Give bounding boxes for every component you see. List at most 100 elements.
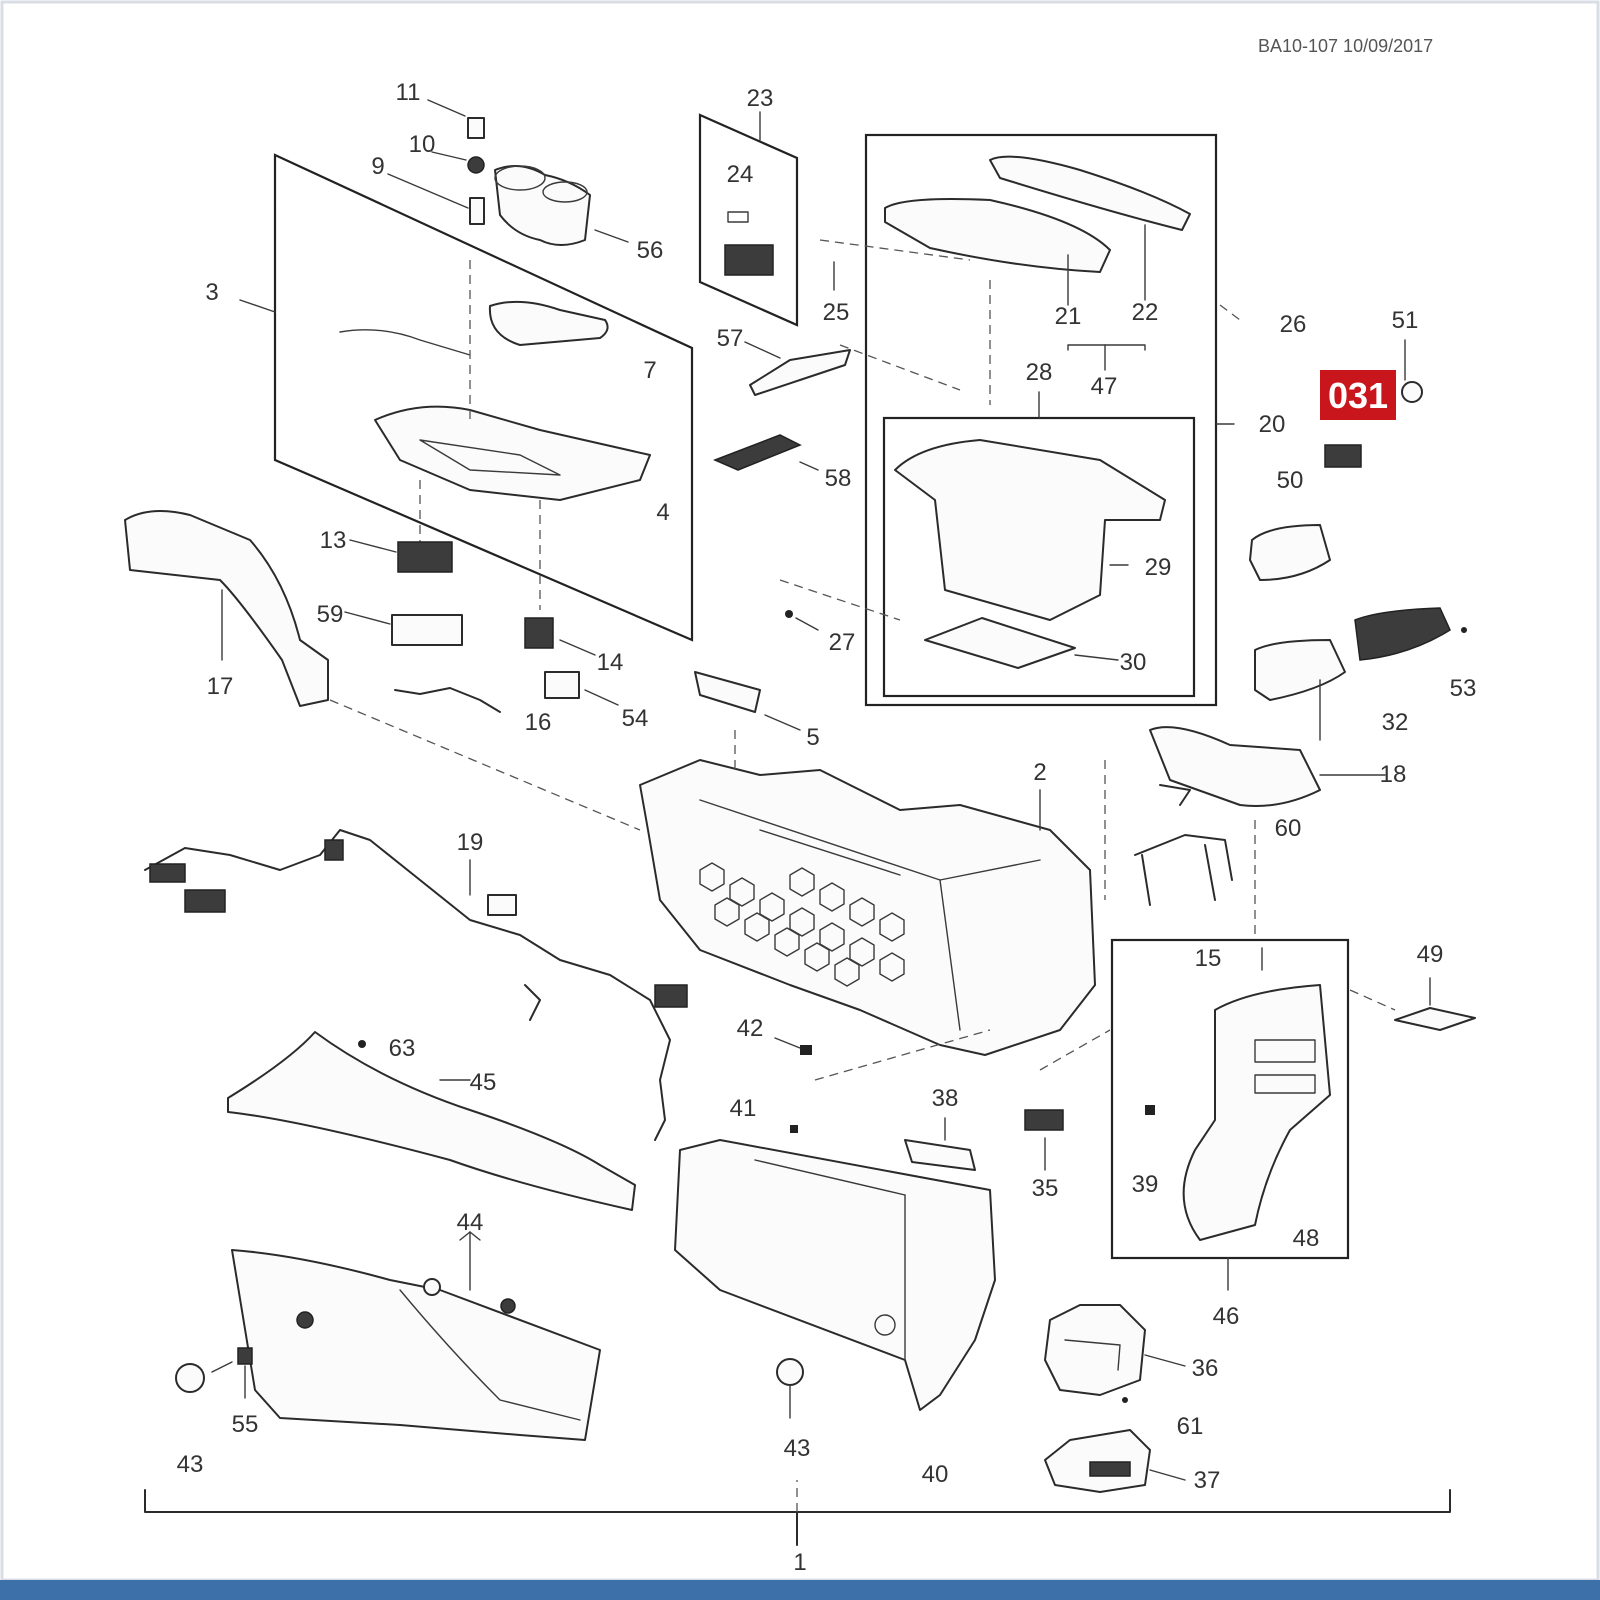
- callout-60: 60: [1275, 815, 1302, 842]
- highlight-label: 031: [1328, 375, 1388, 416]
- callout-15: 15: [1195, 945, 1222, 972]
- callout-51: 51: [1392, 307, 1419, 334]
- part-24: [724, 244, 774, 276]
- part-57: [749, 349, 851, 396]
- part-17: [124, 510, 329, 707]
- callout-36: 36: [1192, 1355, 1219, 1382]
- callout-35: 35: [1032, 1175, 1059, 1202]
- part-22: [989, 155, 1191, 231]
- callout-1: 1: [793, 1549, 806, 1576]
- callout-61: 61: [1177, 1413, 1204, 1440]
- callout-58: 58: [825, 465, 852, 492]
- callout-4: 4: [656, 499, 669, 526]
- callout-7: 7: [643, 357, 656, 384]
- callout-53: 53: [1450, 675, 1477, 702]
- group-box-3: [273, 153, 694, 642]
- part-5: [694, 671, 761, 713]
- part-56: [494, 165, 591, 246]
- part-43-center: [776, 1358, 804, 1386]
- callout-20: 20: [1259, 411, 1286, 438]
- part-41: [790, 1125, 798, 1133]
- callout-11: 11: [396, 79, 421, 106]
- callout-45: 45: [470, 1069, 497, 1096]
- part-24-clip: [727, 211, 749, 223]
- part-9: [469, 197, 485, 225]
- part-30: [924, 617, 1076, 669]
- callout-labels: 1 2 3 4 5 7 9 10 11 13 14 15 16 17 18 19…: [177, 79, 1477, 1576]
- callout-23: 23: [747, 85, 774, 112]
- callout-44: 44: [457, 1209, 484, 1236]
- part-63: [358, 1040, 366, 1048]
- part-13: [397, 541, 453, 573]
- callout-21: 21: [1055, 303, 1082, 330]
- group-box-23: [698, 113, 799, 327]
- part-50: [1249, 524, 1331, 581]
- callout-42: 42: [737, 1015, 764, 1042]
- part-31: [1324, 444, 1362, 468]
- callout-40: 40: [922, 1461, 949, 1488]
- callout-49: 49: [1417, 941, 1444, 968]
- highlight-badge: [1320, 370, 1396, 420]
- part-18: [1149, 726, 1321, 807]
- part-40: [674, 1139, 996, 1411]
- callout-48: 48: [1293, 1225, 1320, 1252]
- part-44: [231, 1249, 601, 1441]
- part-10: [467, 156, 485, 174]
- part-36: [1044, 1304, 1146, 1396]
- part-51: [1401, 381, 1423, 403]
- callout-5: 5: [806, 724, 819, 751]
- callout-54: 54: [622, 705, 649, 732]
- part-7: [488, 300, 609, 346]
- part-2: [639, 759, 1096, 1056]
- callout-19: 19: [457, 829, 484, 856]
- part-60-a: [1159, 784, 1191, 806]
- drawing-reference: BA10-107 10/09/2017: [1258, 36, 1433, 56]
- part-27: [785, 610, 793, 618]
- bottom-band: [0, 1580, 1600, 1600]
- part-16: [394, 687, 501, 713]
- callout-29: 29: [1145, 554, 1172, 581]
- callout-24: 24: [727, 161, 754, 188]
- group-box-46: [1110, 938, 1350, 1260]
- callout-50: 50: [1277, 467, 1304, 494]
- part-37: [1044, 1429, 1151, 1493]
- part-11: [467, 117, 485, 139]
- part-45: [227, 1031, 636, 1211]
- callout-41: 41: [730, 1095, 757, 1122]
- callout-38: 38: [932, 1085, 959, 1112]
- part-29: [894, 439, 1166, 621]
- callout-14: 14: [597, 649, 624, 676]
- callout-55: 55: [232, 1411, 259, 1438]
- part-59: [391, 614, 463, 646]
- part-60: [1134, 834, 1233, 906]
- callout-57: 57: [717, 325, 744, 352]
- part-19: [144, 829, 671, 1141]
- callout-10: 10: [409, 131, 436, 158]
- part-39: [1145, 1105, 1155, 1115]
- callout-59: 59: [317, 601, 344, 628]
- part-38: [904, 1139, 976, 1171]
- part-14: [524, 617, 554, 649]
- part-42: [800, 1045, 812, 1055]
- group-box-20: [864, 133, 1218, 707]
- callout-25: 25: [823, 299, 850, 326]
- callout-18: 18: [1380, 761, 1407, 788]
- honeycomb: [699, 862, 905, 987]
- part-54: [544, 671, 580, 699]
- callout-17: 17: [207, 673, 234, 700]
- part-61: [1122, 1397, 1128, 1403]
- callout-43-center: 43: [784, 1435, 811, 1462]
- callout-30: 30: [1120, 649, 1147, 676]
- callout-46: 46: [1213, 1303, 1240, 1330]
- part-32: [1254, 639, 1346, 701]
- part-58: [713, 434, 802, 471]
- callout-9: 9: [371, 153, 384, 180]
- callout-43-left: 43: [177, 1451, 204, 1478]
- callout-27: 27: [829, 629, 856, 656]
- part-21: [884, 198, 1111, 273]
- callout-37: 37: [1194, 1467, 1221, 1494]
- part-48: [1182, 984, 1331, 1241]
- callout-28: 28: [1026, 359, 1053, 386]
